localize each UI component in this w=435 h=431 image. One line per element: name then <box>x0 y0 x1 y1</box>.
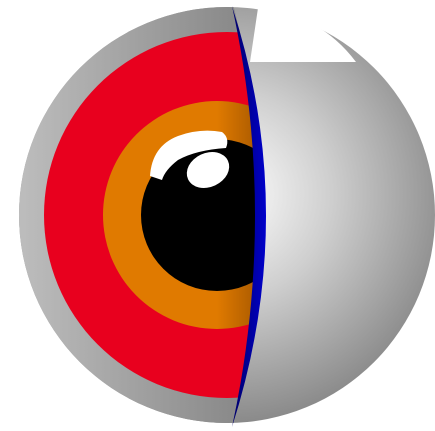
sphere-top-notch <box>250 8 356 62</box>
